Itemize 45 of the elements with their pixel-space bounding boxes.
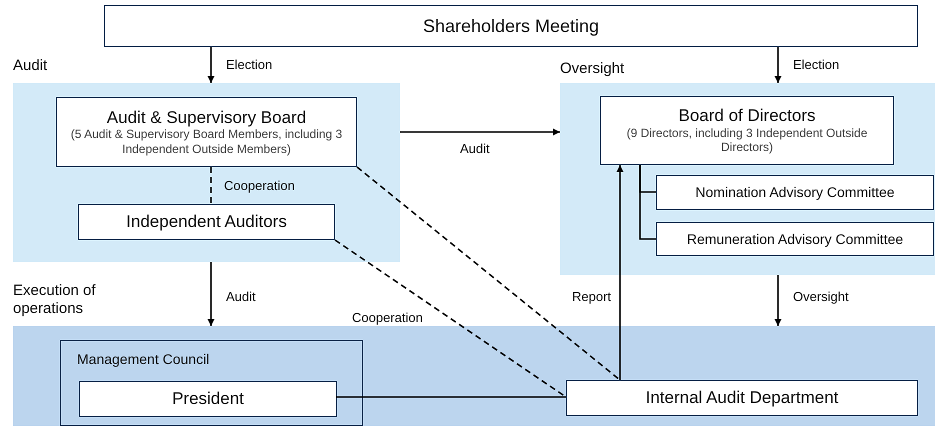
panel-heading: Execution of operations <box>13 282 97 318</box>
arrow <box>774 275 782 326</box>
edge-label: Election <box>226 57 272 72</box>
arrow <box>616 165 624 380</box>
panel-heading: Audit <box>13 57 48 75</box>
connector-line <box>334 239 566 398</box>
group-heading: Management Council <box>77 351 210 367</box>
panel <box>13 83 400 262</box>
edge-label: Audit <box>460 141 490 156</box>
process-box <box>78 204 335 240</box>
connector-line <box>639 165 656 240</box>
box-title: Independent Auditors <box>126 212 287 232</box>
process-box <box>566 380 918 416</box>
connector-line <box>356 166 620 381</box>
process-box <box>600 96 894 165</box>
box-title: Internal Audit Department <box>646 388 838 408</box>
connector-line <box>210 167 212 204</box>
box-title: Shareholders Meeting <box>422 16 600 36</box>
box-subtitle: (5 Audit & Supervisory Board Members, including 3 Independent Outside Members) <box>70 127 344 156</box>
arrow <box>208 262 214 326</box>
edge-label: Election <box>793 57 840 72</box>
box-title: Audit & Supervisory Board <box>106 108 306 128</box>
process-box <box>104 5 918 47</box>
process-box <box>656 175 934 210</box>
box-title: Remuneration Advisory Committee <box>686 230 904 248</box>
edge-label: Oversight <box>793 289 849 304</box>
edge-label: Audit <box>226 289 256 304</box>
arrow <box>774 47 782 83</box>
edge-label: Cooperation <box>224 178 295 193</box>
process-box <box>656 222 934 256</box>
box-title: Nomination Advisory Committee <box>695 184 895 201</box>
connector-line <box>336 396 566 398</box>
group-box <box>60 340 363 426</box>
box-subtitle: (9 Directors, including 3 Independent Outside Directors) <box>626 126 868 155</box>
process-box <box>79 381 337 417</box>
process-box <box>56 97 357 167</box>
arrow <box>208 47 214 83</box>
panel <box>560 83 935 275</box>
edge-label: Report <box>572 289 612 304</box>
arrow <box>400 128 560 136</box>
box-title: Board of Directors <box>678 106 816 126</box>
band-panel <box>13 326 935 426</box>
panel-heading: Oversight <box>560 60 626 78</box>
box-title: President <box>172 389 244 409</box>
edge-label: Cooperation <box>352 310 423 325</box>
